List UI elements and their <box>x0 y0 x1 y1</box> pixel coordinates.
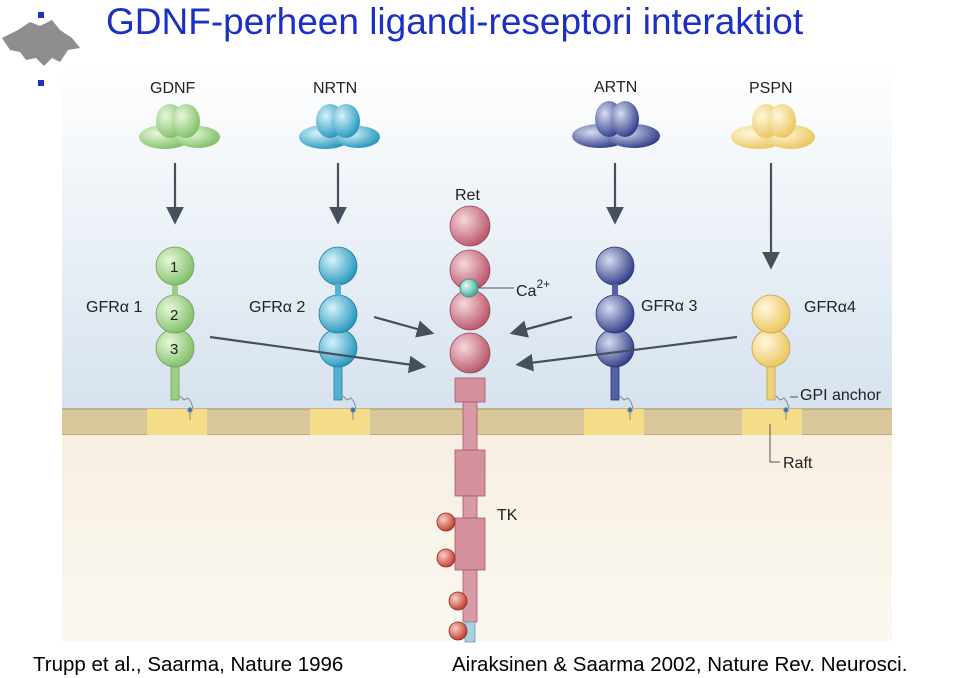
interaction-arrow-gfra2-ret <box>373 315 435 338</box>
label-gfra4: GFRα4 <box>804 299 856 316</box>
ligand-label-artn: ARTN <box>594 79 637 96</box>
ligand-nrtn <box>299 104 380 149</box>
gpi-anchor <box>179 395 194 420</box>
gfra1-domain-2: 2 <box>170 307 178 324</box>
phosphorylation-site <box>448 591 468 611</box>
label-gfra2: GFRα 2 <box>249 299 305 316</box>
interaction-arrow-gfra3-ret <box>509 315 573 338</box>
citation-left: Trupp et al., Saarma, Nature 1996 <box>33 653 344 676</box>
citation-right: Airaksinen & Saarma 2002, Nature Rev. Ne… <box>452 653 908 676</box>
gpi-anchor <box>619 395 634 420</box>
ligand-label-gdnf: GDNF <box>150 80 196 97</box>
lipid-raft <box>310 409 370 435</box>
lipid-raft <box>584 409 644 435</box>
slide-title: GDNF-perheen ligandi-reseptori interakti… <box>106 1 804 42</box>
label-gpi-anchor: GPI anchor <box>800 387 882 404</box>
calcium-ion <box>459 278 479 298</box>
ligand-pspn <box>731 104 815 149</box>
label-gfra1: GFRα 1 <box>86 299 142 316</box>
receptor-gfra3 <box>595 246 635 401</box>
ligand-label-nrtn: NRTN <box>313 80 357 97</box>
label-ret: Ret <box>455 187 480 204</box>
lipid-raft <box>742 409 802 435</box>
gfra1-domain-1: 1 <box>170 259 178 276</box>
logo-bird-shape <box>2 20 80 66</box>
university-logo <box>2 12 80 86</box>
receptor-gfra1 <box>155 246 195 401</box>
gpi-anchor <box>342 395 357 420</box>
interaction-arrow-gfra4-ret <box>515 335 738 372</box>
phosphorylation-site <box>448 621 468 641</box>
logo-dot <box>38 80 44 86</box>
label-raft: Raft <box>783 455 813 472</box>
logo-dot <box>38 12 44 18</box>
phosphorylation-site <box>436 512 456 532</box>
gpi-anchor <box>775 395 790 420</box>
label-gfra3: GFRα 3 <box>641 298 697 315</box>
ligand-gdnf <box>139 104 220 149</box>
receptor-gfra4 <box>751 294 791 401</box>
receptor-gfra2 <box>318 246 358 401</box>
ligand-artn <box>572 101 660 148</box>
lipid-raft <box>147 409 207 435</box>
label-tyrosine-kinase: TK <box>497 507 518 524</box>
raft-pointer <box>769 424 780 463</box>
gfra1-domain-3: 3 <box>170 341 178 358</box>
phosphorylation-site <box>436 548 456 568</box>
label-calcium: Ca2+ <box>516 277 550 300</box>
interaction-arrow-gfra1-ret <box>209 335 427 374</box>
ligand-label-pspn: PSPN <box>749 80 793 97</box>
receptor-ret <box>449 205 491 643</box>
